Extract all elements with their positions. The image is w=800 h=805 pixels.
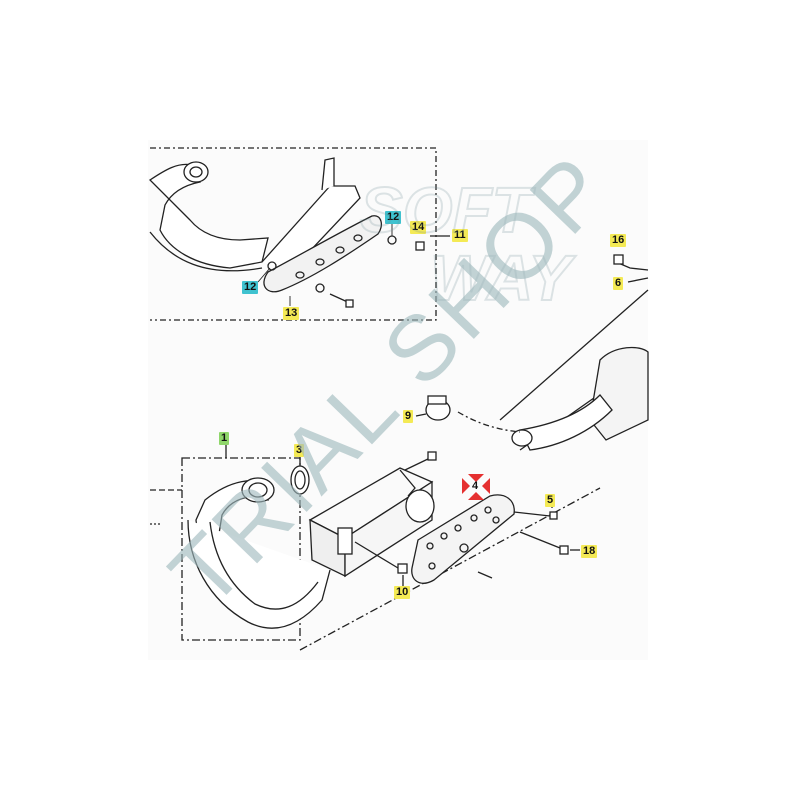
centerline-clamp xyxy=(457,411,521,433)
inset-header-pipe xyxy=(148,163,269,269)
inset-mount-bracket xyxy=(321,157,335,191)
callout-part-4: 4 xyxy=(472,480,479,492)
leader-10-line xyxy=(354,541,399,569)
bolt-part-18 xyxy=(559,545,569,555)
muffler-outlet xyxy=(405,489,435,523)
main-assembly xyxy=(150,442,601,651)
callout-part-6: 6 xyxy=(613,277,624,290)
top-bolt xyxy=(427,451,437,461)
shield-hole xyxy=(440,532,448,540)
header-flange xyxy=(241,477,275,503)
silencer-pipe-opening xyxy=(511,429,533,447)
leader-6 xyxy=(627,277,649,283)
callout-part-14: 14 xyxy=(410,221,427,234)
inset-header-pipe-edge xyxy=(149,231,263,272)
callout-part-18: 18 xyxy=(581,545,598,558)
rear-silencer xyxy=(457,254,649,451)
callout-part-16: 16 xyxy=(610,234,627,247)
shield-screw xyxy=(477,571,493,579)
leader-9 xyxy=(415,413,427,417)
muffler-bracket xyxy=(337,527,353,555)
inset-washer xyxy=(315,283,325,293)
header-pipe-lower xyxy=(187,519,331,629)
shield-hole xyxy=(492,516,500,524)
shield-hole xyxy=(484,506,492,514)
inset-shield-hole xyxy=(353,234,363,242)
silencer-link-pipe xyxy=(519,394,613,451)
shield-hole xyxy=(470,514,478,522)
marker-arrow-right xyxy=(482,478,490,494)
inset-bolt xyxy=(345,299,354,308)
header-pipe-inner xyxy=(209,521,319,610)
callout-part-12-right: 12 xyxy=(385,211,402,224)
bolt-part-10 xyxy=(397,563,408,574)
bolt-part-5 xyxy=(549,511,558,520)
marker-arrow-top xyxy=(468,474,484,482)
leader-5-line xyxy=(513,511,551,517)
part-1-frame xyxy=(181,457,301,641)
inset-shield-hole xyxy=(335,246,345,254)
callout-part-10: 10 xyxy=(394,586,411,599)
callout-part-5: 5 xyxy=(545,494,556,507)
callout-part-9: 9 xyxy=(403,410,414,423)
callout-part-12-left: 12 xyxy=(242,281,259,294)
inset-heat-shield xyxy=(263,215,383,293)
callout-part-1: 1 xyxy=(219,432,230,445)
callout-part-11: 11 xyxy=(452,229,468,242)
inset-shield-hole xyxy=(315,258,325,266)
inset-washer xyxy=(267,261,277,271)
clamp-bolt xyxy=(427,395,447,405)
shield-hole xyxy=(454,524,462,532)
shield-hole xyxy=(428,562,436,570)
inset-leader-12 xyxy=(257,267,271,283)
leader-muffler-top xyxy=(404,457,431,471)
callout-part-13: 13 xyxy=(283,307,300,320)
silencer-edge-top xyxy=(499,289,649,421)
shield-hole xyxy=(459,543,469,553)
clamp-part-9 xyxy=(415,395,451,421)
heat-shield-part-4 xyxy=(411,494,515,584)
muffler-strap xyxy=(399,469,416,497)
inset-detail xyxy=(148,147,450,321)
header-opening xyxy=(248,482,268,498)
inset-shield-hole xyxy=(295,271,305,279)
inset-pipe-flange xyxy=(183,161,209,183)
gasket-opening xyxy=(294,470,306,490)
marker-arrow-left xyxy=(462,478,470,494)
inset-pipe-opening xyxy=(189,166,203,178)
gasket-part-3 xyxy=(290,465,310,495)
nut-16 xyxy=(613,254,624,265)
callout-part-3: 3 xyxy=(294,444,305,457)
selected-part-marker xyxy=(462,474,490,500)
inset-muffler-rod xyxy=(261,185,361,271)
leader-18-line xyxy=(519,531,561,549)
shield-hole xyxy=(426,542,434,550)
inset-frame xyxy=(150,147,437,321)
marker-arrow-bottom xyxy=(468,492,484,500)
inset-nut xyxy=(415,241,425,251)
